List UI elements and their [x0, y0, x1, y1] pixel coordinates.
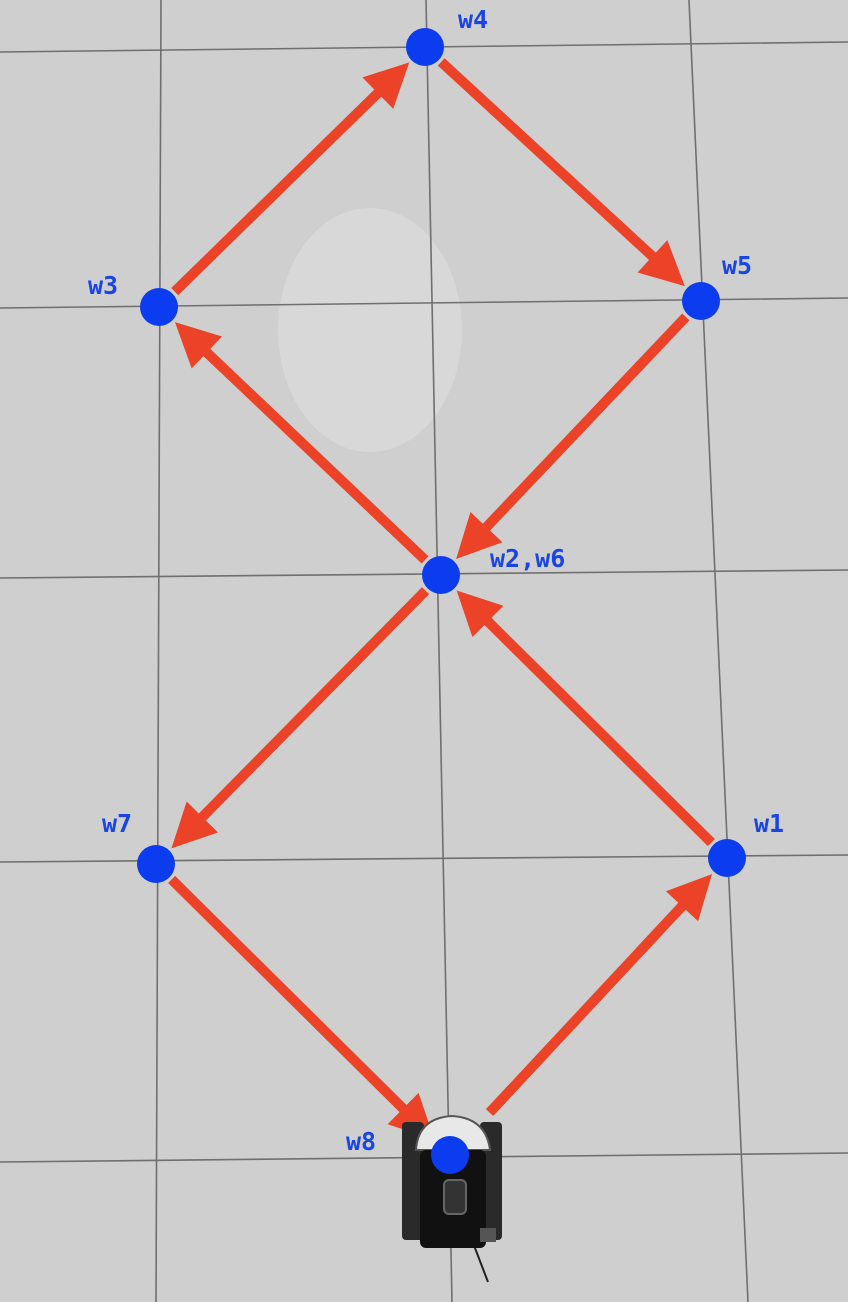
path-arrow-head — [637, 240, 685, 287]
path-arrow-head — [665, 874, 712, 922]
robot-icon — [402, 1114, 502, 1283]
path-arrow-shaft — [195, 587, 430, 824]
path-arrow-shaft — [200, 346, 429, 564]
waypoint-label-w1: w1 — [754, 809, 784, 838]
waypoint-labels: w1 w2,w6 w3 w4 w5 w7 w8 — [88, 5, 784, 1156]
path-arrow-shaft — [480, 313, 690, 534]
path-arrow-head — [456, 511, 503, 560]
waypoint-label-w7: w7 — [102, 809, 132, 838]
waypoint-w1 — [708, 839, 746, 877]
path-arrows — [168, 58, 715, 1140]
waypoint-w2-w6 — [422, 556, 460, 594]
grid-line-vertical — [155, 0, 162, 1302]
waypoint-label-w3: w3 — [88, 271, 118, 300]
waypoints — [137, 28, 746, 1174]
path-arrow-head — [362, 62, 410, 109]
waypoint-w8 — [431, 1136, 469, 1174]
waypoint-label-w5: w5 — [722, 251, 752, 280]
path-arrow-shaft — [481, 615, 715, 847]
path-arrow-head — [171, 801, 219, 849]
light-reflection — [278, 208, 462, 452]
path-arrow-shaft — [485, 899, 689, 1116]
waypoint-w4 — [406, 28, 444, 66]
waypoint-label-w4: w4 — [458, 5, 488, 34]
path-arrow-shaft — [437, 58, 659, 263]
path-arrow-shaft — [171, 86, 385, 296]
waypoint-w7 — [137, 845, 175, 883]
path-arrow-head — [456, 590, 504, 638]
waypoint-label-w2-w6: w2,w6 — [490, 544, 565, 573]
grid-line-vertical — [688, 0, 749, 1302]
path-arrow-head — [174, 322, 222, 369]
path-arrow-shaft — [168, 875, 410, 1115]
waypoint-w5 — [682, 282, 720, 320]
waypoint-w3 — [140, 288, 178, 326]
grid-line-vertical — [425, 0, 453, 1302]
waypoint-label-w8: w8 — [346, 1127, 376, 1156]
